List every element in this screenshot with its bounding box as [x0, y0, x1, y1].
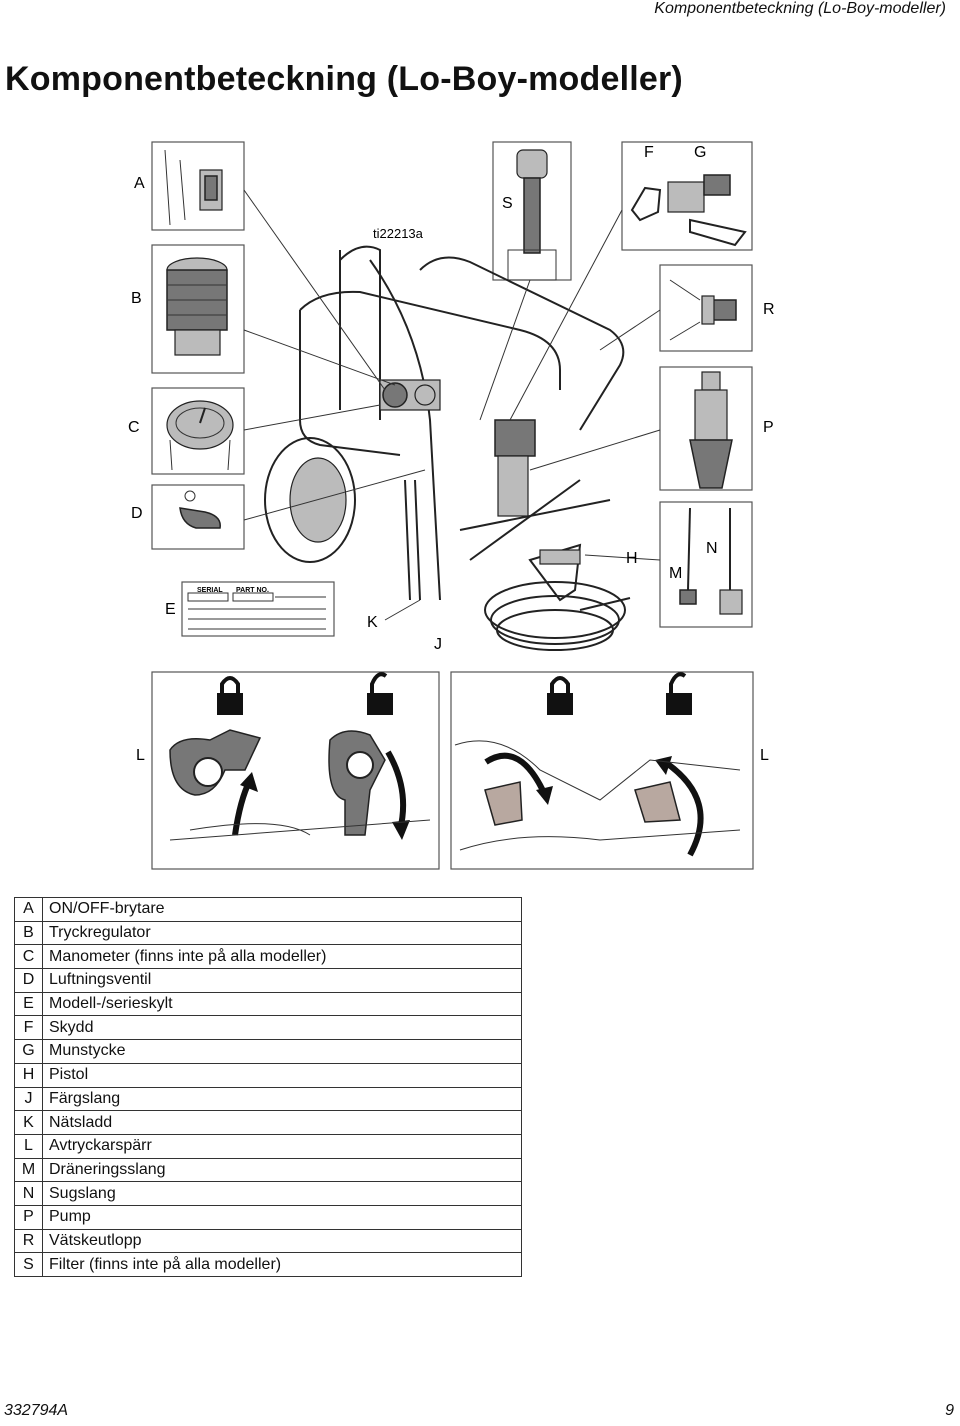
legend-key: H	[14, 1062, 43, 1088]
document-number: 332794A	[4, 1402, 69, 1419]
legend-label: ON/OFF-brytare	[42, 897, 522, 922]
callout-b: B	[131, 290, 142, 307]
legend-key: C	[14, 944, 43, 970]
callout-l-left: L	[136, 747, 145, 764]
detail-frame-l-right	[450, 671, 754, 870]
plate-part-text: PART NO.	[236, 587, 269, 594]
callout-g: G	[694, 144, 706, 161]
callout-r: R	[763, 301, 775, 318]
legend-label: Skydd	[42, 1015, 522, 1041]
legend-label: Pump	[42, 1204, 522, 1230]
legend-key: K	[14, 1110, 43, 1135]
legend-label: Munstycke	[42, 1039, 522, 1064]
legend-key: F	[14, 1015, 43, 1041]
legend-label: Nätsladd	[42, 1110, 522, 1135]
component-illustration: .ln { fill:none; stroke:#222; stroke-wid…	[128, 141, 775, 870]
callout-p: P	[763, 419, 774, 436]
callout-j: J	[434, 636, 442, 653]
legend-key: B	[14, 920, 43, 946]
legend-key: A	[14, 897, 43, 922]
legend-label: Tryckregulator	[42, 920, 522, 946]
page-number: 9	[945, 1402, 954, 1419]
legend-key: G	[14, 1039, 43, 1064]
legend-key: N	[14, 1181, 43, 1206]
callout-k: K	[367, 614, 378, 631]
legend-key: P	[14, 1204, 43, 1230]
legend-key: J	[14, 1086, 43, 1112]
legend-key: S	[14, 1252, 43, 1277]
legend-label: Färgslang	[42, 1086, 522, 1112]
running-header: Komponentbeteckning (Lo-Boy-modeller)	[654, 0, 946, 17]
legend-key: R	[14, 1228, 43, 1254]
legend-label: Dräneringsslang	[42, 1157, 522, 1183]
page-title: Komponentbeteckning (Lo-Boy-modeller)	[5, 60, 683, 98]
callout-s: S	[502, 195, 513, 212]
callout-l-right: L	[760, 747, 769, 764]
callout-f: F	[644, 144, 654, 161]
callout-n: N	[706, 540, 718, 557]
figure-id: ti22213a	[373, 226, 424, 241]
legend-key: L	[14, 1133, 43, 1159]
callout-h: H	[626, 550, 638, 567]
trigger-lock-detail-left	[169, 672, 431, 841]
plate-serial-text: SERIAL	[197, 587, 223, 594]
callout-a: A	[134, 175, 145, 192]
legend-key: E	[14, 991, 43, 1017]
legend-label: Modell-/serieskylt	[42, 991, 522, 1017]
legend-key: D	[14, 968, 43, 993]
sprayer-main-drawing	[264, 245, 631, 651]
callout-c: C	[128, 419, 140, 436]
callout-m: M	[669, 565, 682, 582]
legend-label: Pistol	[42, 1062, 522, 1088]
callout-d: D	[131, 505, 143, 522]
legend-key: M	[14, 1157, 43, 1183]
legend-label: Filter (finns inte på alla modeller)	[42, 1252, 522, 1277]
legend-label: Manometer (finns inte på alla modeller)	[42, 944, 522, 970]
legend-label: Avtryckarspärr	[42, 1133, 522, 1159]
trigger-lock-detail-right	[454, 672, 741, 857]
callout-e: E	[165, 601, 176, 618]
legend-label: Sugslang	[42, 1181, 522, 1206]
legend-label: Luftningsventil	[42, 968, 522, 993]
legend-label: Vätskeutlopp	[42, 1228, 522, 1254]
